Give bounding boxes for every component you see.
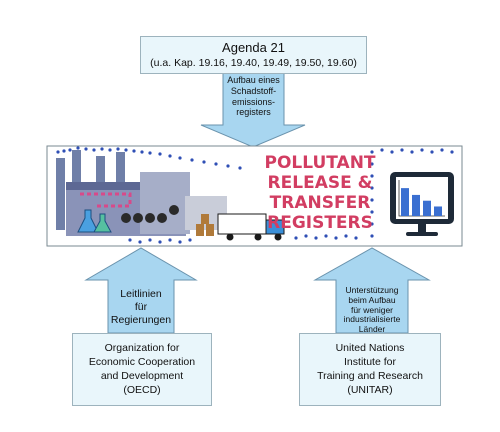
monitor-bar (423, 200, 431, 216)
unitar-line-3: Training and Research (317, 370, 423, 382)
banner-title-line-3: TRANSFER (270, 193, 371, 213)
banner-title-line-4: REGISTERS (267, 213, 373, 233)
lab-flask-icon (77, 209, 112, 233)
banner-title-line-1: POLLUTANT (264, 153, 375, 173)
truck-icon (217, 213, 285, 241)
banner: POLLUTANT RELEASE & TRANSFER REGISTERS (46, 145, 463, 247)
oecd-line-3: and Development (100, 370, 184, 382)
top-arrow-label: Aufbau eines Schadstoff- emissions- regi… (227, 75, 280, 118)
agenda-21-box: Agenda 21 (u.a. Kap. 19.16, 19.40, 19.49… (140, 36, 367, 74)
agenda-21-subtitle: (u.a. Kap. 19.16, 19.40, 19.49, 19.50, 1… (150, 57, 357, 69)
monitor-bar (434, 206, 442, 216)
agenda-21-title: Agenda 21 (222, 40, 285, 55)
oecd-line-1: Organization for (104, 342, 180, 354)
unitar-line-1: United Nations (335, 342, 405, 354)
oecd-line-2: Economic Cooperation (88, 356, 196, 368)
left-arrow-label: Leitlinien für Regierungen (110, 288, 172, 327)
barrels-icon (196, 214, 214, 236)
unitar-line-4: (UNITAR) (347, 384, 393, 396)
monitor-bar (401, 188, 409, 216)
left-arrow-shape (84, 247, 198, 334)
emission-dots (56, 146, 454, 244)
top-arrow-shape (200, 71, 306, 148)
oecd-line-4: (OECD) (123, 384, 161, 396)
monitor-bar (412, 194, 420, 216)
monitor-chart-icon (390, 172, 454, 236)
right-arrow-shape (313, 247, 431, 334)
unitar-box: United Nations Institute for Training an… (299, 333, 441, 406)
banner-title-line-2: RELEASE & (268, 173, 373, 193)
unitar-line-2: Institute for (344, 356, 396, 368)
right-arrow-label: Unterstützung beim Aufbau für weniger in… (343, 285, 401, 335)
oecd-box: Organization for Economic Cooperation an… (72, 333, 212, 406)
